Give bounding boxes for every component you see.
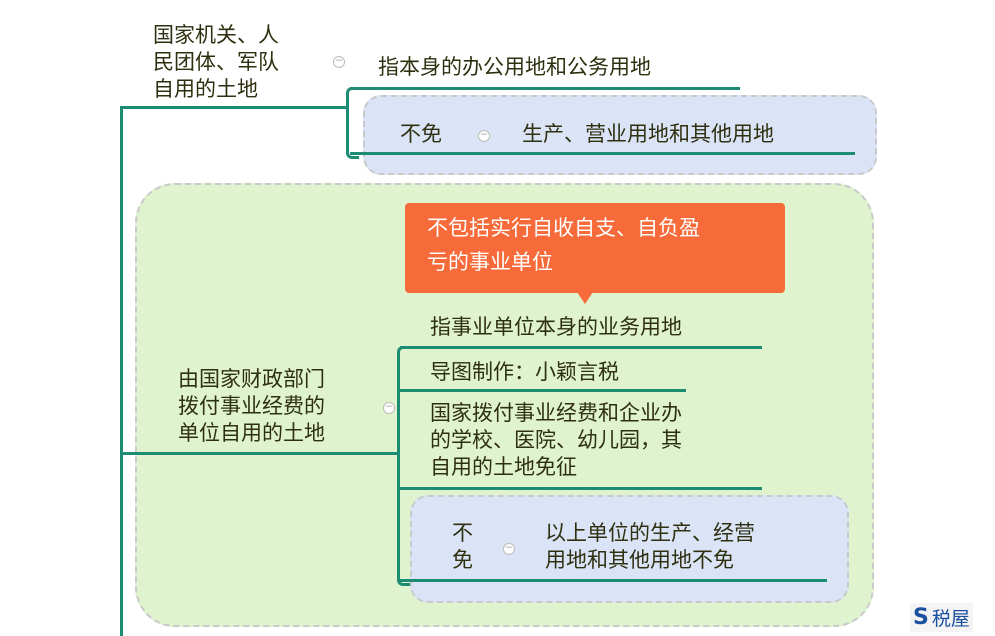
label-line: 单位自用的土地 xyxy=(178,421,325,445)
underline-child-0 xyxy=(400,346,762,349)
label-line: 的学校、医院、幼儿园，其 xyxy=(430,428,682,452)
label-line: 用地和其他用地不免 xyxy=(545,548,734,572)
underline-detail xyxy=(350,87,740,90)
label-line: 自用的土地免征 xyxy=(430,455,577,479)
label-line: 由国家财政部门 xyxy=(178,367,325,391)
branch-line-public xyxy=(120,452,400,455)
label-line: 国家拨付事业经费和企业办 xyxy=(430,401,682,425)
collapse-icon[interactable]: − xyxy=(478,130,490,142)
callout-line: 亏的事业单位 xyxy=(427,250,553,274)
label-line: 拨付事业经费的 xyxy=(178,394,325,418)
label-line: 自用的土地 xyxy=(153,77,258,101)
blue-cloud-bottom xyxy=(410,495,849,603)
node-gov-detail[interactable]: 指本身的办公用地和公务用地 xyxy=(378,55,651,79)
watermark-text: 税屋 xyxy=(931,608,970,630)
collapse-icon[interactable]: − xyxy=(383,402,395,414)
watermark-logo: S 税屋 xyxy=(910,603,973,632)
callout-line: 不包括实行自收自支、自负盈 xyxy=(427,216,700,240)
node-public-not-exempt[interactable]: 不 免 xyxy=(452,520,473,574)
branch-line-gov xyxy=(120,106,348,109)
bracket-public xyxy=(397,346,410,586)
node-public-child-0[interactable]: 指事业单位本身的业务用地 xyxy=(430,315,682,339)
callout-note: 不包括实行自收自支、自负盈 亏的事业单位 xyxy=(405,203,785,293)
underline-not-exempt xyxy=(350,152,855,155)
blue-cloud-top xyxy=(363,95,877,175)
collapse-icon[interactable]: − xyxy=(503,543,515,555)
label-line: 国家机关、人 xyxy=(153,23,279,47)
label-line: 免 xyxy=(452,548,473,572)
node-gov-label[interactable]: 国家机关、人 民团体、军队 自用的土地 xyxy=(153,22,279,103)
bracket-gov xyxy=(346,87,359,159)
label-line: 以上单位的生产、经营 xyxy=(545,521,755,545)
node-public-schools[interactable]: 国家拨付事业经费和企业办 的学校、医院、幼儿园，其 自用的土地免征 xyxy=(430,400,682,481)
label-line: 不 xyxy=(452,521,473,545)
node-public-not-exempt-detail[interactable]: 以上单位的生产、经营 用地和其他用地不免 xyxy=(545,520,755,574)
node-gov-not-exempt-detail[interactable]: 生产、营业用地和其他用地 xyxy=(522,122,774,146)
underline-child-1 xyxy=(400,389,686,392)
underline-not-exempt-2 xyxy=(400,579,827,582)
node-public-child-1[interactable]: 导图制作：小颖言税 xyxy=(430,360,619,384)
label-line: 民团体、军队 xyxy=(153,50,279,74)
node-public-label[interactable]: 由国家财政部门 拨付事业经费的 单位自用的土地 xyxy=(178,366,325,447)
logo-s-icon: S xyxy=(913,604,929,630)
trunk-line xyxy=(120,106,123,636)
underline-schools xyxy=(400,487,762,490)
collapse-icon[interactable]: − xyxy=(333,56,345,68)
callout-tail xyxy=(577,292,593,304)
node-gov-not-exempt[interactable]: 不免 xyxy=(400,122,442,146)
